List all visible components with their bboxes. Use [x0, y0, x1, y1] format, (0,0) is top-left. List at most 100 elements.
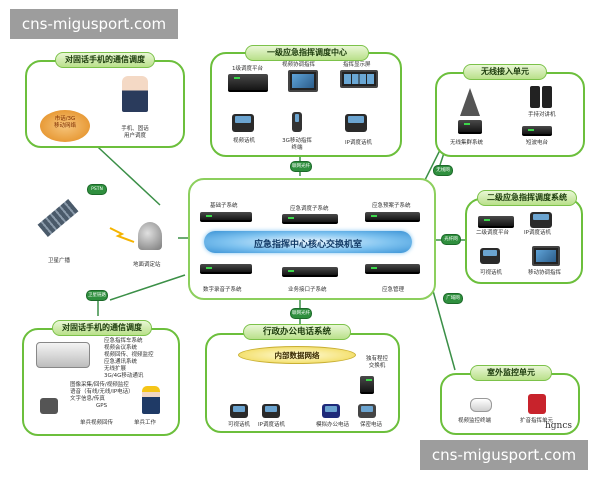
loudspeaker-label: 扩音指挥单元 — [520, 418, 554, 424]
secondary-video-phone — [480, 248, 500, 264]
field-worker-icon — [142, 386, 160, 414]
secondary-ip-phone-label: IP调度话机 — [524, 230, 551, 236]
video-phone-icon — [232, 114, 254, 132]
fixed-mobile-panel-top — [25, 60, 185, 148]
cctv-label: 视频监控终端 — [458, 418, 492, 424]
display-wall-label: 指挥显示屏 — [343, 62, 371, 68]
ground-station-dish — [138, 222, 162, 250]
feature-8: 文字信息/传真 — [70, 396, 105, 402]
signature: hgncs — [545, 421, 573, 431]
command-center-panel — [210, 52, 402, 157]
shortwave-label: 短波电台 — [526, 140, 549, 146]
user-label: 手机、固话 用户调度 — [121, 126, 149, 139]
secondary-ip-phone — [530, 212, 552, 228]
core-server-3 — [200, 264, 252, 274]
video-coordination-label: 视频协调指挥 — [282, 62, 316, 68]
display-wall-monitor — [340, 70, 378, 88]
feature-3: 应急通讯系统 — [104, 359, 138, 365]
ip-phone-label: IP调度话机 — [345, 140, 372, 146]
feature-2: 视频回传、视频监控 — [104, 352, 154, 358]
watermark-bottom: cns-migusport.com — [420, 440, 588, 470]
fixed-mobile-title-bottom: 对固话手机的通信调度 — [52, 320, 152, 336]
ethernet-badge: 广域网 — [443, 293, 463, 304]
command-vehicle-icon — [36, 342, 90, 368]
feature-9: GPS — [96, 403, 108, 409]
mobile-terminal-icon — [292, 112, 302, 132]
office-video-phone — [230, 404, 248, 418]
video-phone-label: 视频话机 — [233, 138, 256, 144]
loudspeaker-icon — [528, 394, 546, 414]
mobile-terminal-label: 3G移动指挥 终端 — [282, 138, 312, 151]
wireless-title: 无线接入单元 — [463, 64, 547, 80]
user-avatar — [122, 76, 148, 112]
handheld-label: 手持对讲机 — [528, 112, 556, 118]
subsystem-label-1: 应急调度子系统 — [290, 206, 329, 212]
satellite-link-badge: 卫星链路 — [86, 290, 108, 301]
shortwave-radio — [522, 126, 552, 136]
subsystem-label-0: 基础子系统 — [210, 203, 238, 209]
secondary-mobile-label: 移动协调指挥 — [528, 270, 562, 276]
feature-5: 3G/4G移动通讯 — [104, 373, 144, 379]
ip-phone-icon — [345, 114, 367, 132]
radio-tower-icon — [460, 88, 480, 116]
analog-phone — [322, 404, 340, 418]
core-server-1 — [282, 214, 338, 224]
wireless-badge: 无线网 — [433, 165, 453, 176]
outdoor-monitor-title: 室外监控单元 — [470, 365, 552, 381]
command-center-title: 一级应急指挥调度中心 — [245, 45, 369, 61]
data-network-ellipse — [238, 346, 356, 364]
secondary-video-phone-label: 可视话机 — [480, 270, 503, 276]
feature-6: 图像采集/回传/视频监控 — [70, 382, 129, 388]
cloud-label: 市话/3G 移动网络 — [53, 116, 76, 129]
core-switch-banner — [204, 231, 412, 253]
core-server-5 — [365, 264, 420, 274]
walkie-talkie-icon-2 — [542, 86, 552, 108]
subsystem-label-3: 数字录音子系统 — [203, 287, 242, 293]
office-ip-phone-label: IP调度话机 — [258, 422, 285, 428]
dispatch-platform-server — [228, 74, 268, 92]
secondary-command-title: 二级应急指挥调度系统 — [477, 190, 577, 206]
trunking-label: 无线集群系统 — [450, 140, 484, 146]
office-phone-title: 行政办公电话系统 — [243, 324, 351, 340]
secondary-dispatch-server — [478, 216, 514, 228]
outdoor-monitor-panel — [440, 373, 580, 435]
top-link-badge: 联网光纤 — [290, 161, 312, 172]
video-backhaul-icon — [40, 398, 58, 414]
ground-station-label: 地面调定站 — [133, 262, 161, 268]
feature-1: 视频会议系统 — [104, 345, 138, 351]
fixed-mobile-title-top: 对固话手机的通信调度 — [55, 52, 155, 68]
feature-4: 无线扩展 — [104, 366, 127, 372]
pbx-label: 独有程控 交换机 — [365, 356, 388, 369]
trunking-system-server — [458, 120, 482, 134]
satellite-label: 卫星广播 — [48, 258, 71, 264]
analog-phone-label: 模拟办公电话 — [316, 422, 350, 428]
pstn-badge: PSTN — [87, 184, 107, 195]
fiber-badge-right: 光纤网 — [441, 234, 461, 245]
subsystem-label-5: 应急管理 — [382, 287, 405, 293]
backhaul-label: 单兵视频回传 — [80, 420, 114, 426]
subsystem-label-2: 应急预案子系统 — [372, 203, 411, 209]
office-ip-phone — [262, 404, 280, 418]
fiber-badge-bottom: 联网光纤 — [290, 308, 312, 319]
feature-0: 应急指挥车系统 — [104, 338, 143, 344]
pbx-icon — [360, 376, 374, 394]
subsystem-label-4: 业务接口子系统 — [288, 287, 327, 293]
dispatch-platform-label: 1级调度平台 — [232, 66, 263, 72]
office-video-phone-label: 可视话机 — [228, 422, 251, 428]
core-server-0 — [200, 212, 252, 222]
core-server-2 — [365, 212, 420, 222]
watermark-top: cns-migusport.com — [10, 9, 178, 39]
field-worker-label: 单兵工作 — [134, 420, 157, 426]
core-server-4 — [282, 267, 338, 277]
secondary-command-panel — [465, 198, 583, 284]
secure-phone-label: 保密电话 — [360, 422, 383, 428]
cctv-camera-icon — [470, 398, 492, 412]
feature-7: 语音（有线/无线/IP电话） — [70, 389, 134, 395]
data-network-label: 内部数据网络 — [274, 351, 320, 360]
secure-phone — [358, 404, 376, 418]
walkie-talkie-icon — [530, 86, 540, 108]
secondary-mobile-monitor — [532, 246, 560, 266]
video-coordination-monitor — [288, 70, 318, 92]
secondary-dispatch-label: 二级调度平台 — [476, 230, 510, 236]
mobile-network-cloud — [40, 110, 90, 142]
